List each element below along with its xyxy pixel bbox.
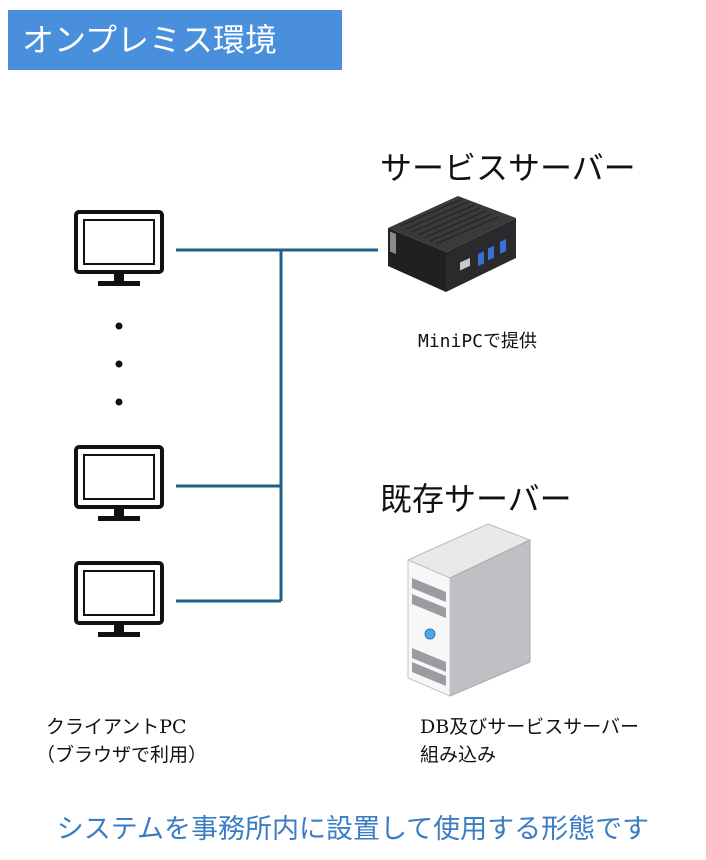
network-lines: [176, 248, 378, 603]
mini-pc-icon: [388, 196, 516, 292]
service-server-caption: MiniPCで提供: [418, 331, 538, 352]
existing-server-caption-line1: DB及びサービスサーバー: [420, 716, 640, 738]
ellipsis-dots-icon: [115, 322, 123, 406]
client-monitor-icon: [74, 210, 164, 286]
existing-server-caption-line2: 組み込み: [420, 744, 497, 766]
service-server-heading: サービスサーバー: [380, 149, 636, 187]
page-title: オンプレミス環境: [8, 10, 342, 70]
existing-server-heading: 既存サーバー: [380, 480, 572, 518]
client-monitor-icon: [74, 445, 164, 521]
footer-description: システムを事務所内に設置して使用する形態です: [56, 814, 650, 845]
client-monitor-icon: [74, 561, 164, 637]
client-caption-line1: クライアントPC: [46, 716, 187, 738]
tower-server-icon: [406, 523, 532, 697]
client-caption-line2: （ブラウザで利用）: [36, 744, 208, 766]
